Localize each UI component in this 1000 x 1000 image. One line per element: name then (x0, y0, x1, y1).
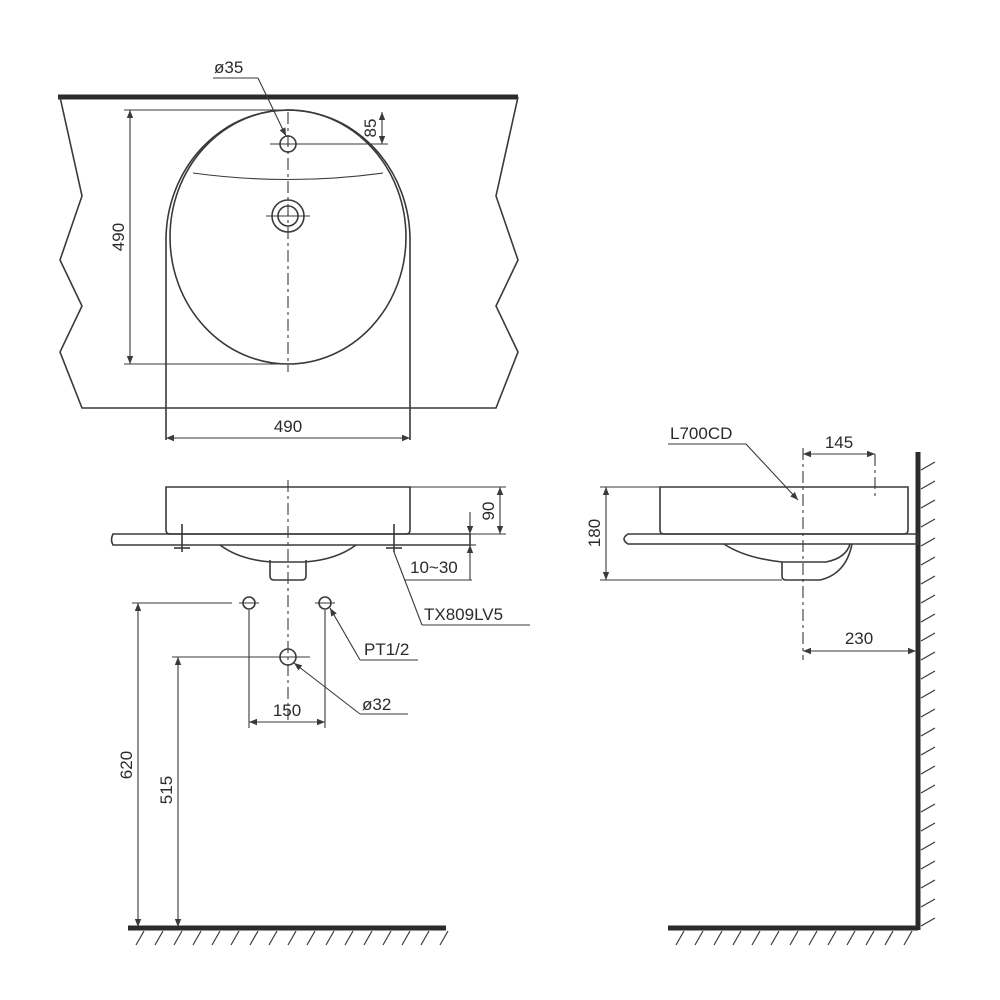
supply-height-label: 620 (117, 751, 136, 779)
hatch-line (211, 930, 221, 946)
hatch-line (920, 917, 936, 927)
hatch-line (382, 930, 392, 946)
hatch-line (249, 930, 259, 946)
countertop-front (110, 533, 471, 546)
hatch-line (846, 930, 856, 946)
hatch-line (920, 765, 936, 775)
hatch-line (920, 518, 936, 528)
hatch-line (401, 930, 411, 946)
hatch-line (287, 930, 297, 946)
hatch-line (694, 930, 704, 946)
hatch-line (920, 841, 936, 851)
trap-side (781, 543, 853, 581)
height-label: 90 (479, 502, 498, 521)
floor-hatch (135, 930, 449, 946)
floor-hatch-side (675, 930, 913, 946)
hatch-line (751, 930, 761, 946)
width-label: 490 (274, 417, 302, 436)
top-view: ø35 85 490 490 (58, 58, 519, 442)
supply-thread-label: PT1/2 (364, 640, 409, 659)
drain-height-label: 515 (157, 776, 176, 804)
counter-range-label: 10~30 (410, 558, 458, 577)
ledge-curve (192, 172, 384, 181)
hatch-line (268, 930, 278, 946)
hatch-line (230, 930, 240, 946)
hatch-line (192, 930, 202, 946)
hatch-line (920, 613, 936, 623)
hatch-line (920, 480, 936, 490)
basin-side (659, 486, 909, 535)
hatch-line (173, 930, 183, 946)
hatch-line (306, 930, 316, 946)
hatch-line (920, 689, 936, 699)
hatch-line (920, 461, 936, 471)
hatch-line (920, 746, 936, 756)
hatch-line (920, 803, 936, 813)
tap-offset-label: 145 (825, 433, 853, 452)
depth-label: 490 (109, 223, 128, 251)
hatch-line (135, 930, 145, 946)
hatch-line (325, 930, 335, 946)
hatch-line (920, 879, 936, 889)
hatch-line (920, 556, 936, 566)
hatch-line (920, 784, 936, 794)
hatch-line (808, 930, 818, 946)
hatch-line (920, 860, 936, 870)
supply-hole-right (315, 596, 335, 610)
hatch-line (675, 930, 685, 946)
supply-hole-left (239, 596, 259, 610)
model-label: L700CD (670, 424, 732, 443)
hatch-line (439, 930, 449, 946)
hatch-line (713, 930, 723, 946)
hole-diameter-label: ø35 (214, 58, 243, 77)
hatch-line (903, 930, 913, 946)
fixing-kit-label: TX809LV5 (424, 605, 503, 624)
wall-hatch (920, 461, 936, 927)
hatch-line (865, 930, 875, 946)
hatch-line (789, 930, 799, 946)
hatch-line (920, 727, 936, 737)
hatch-line (770, 930, 780, 946)
hatch-line (420, 930, 430, 946)
hatch-line (920, 670, 936, 680)
hatch-line (732, 930, 742, 946)
drain-outlet (266, 648, 310, 666)
fixing-clamp-left (174, 524, 190, 552)
hatch-line (920, 575, 936, 585)
hatch-line (920, 898, 936, 908)
hatch-line (920, 499, 936, 509)
hatch-line (344, 930, 354, 946)
drain-diameter-label: ø32 (362, 695, 391, 714)
hatch-line (920, 822, 936, 832)
hatch-line (920, 537, 936, 547)
hatch-line (920, 594, 936, 604)
side-view: L700CD 145 180 230 (585, 424, 936, 946)
fixing-clamp-right (386, 524, 402, 552)
countertop-side (623, 533, 919, 545)
hatch-line (827, 930, 837, 946)
total-height-label: 180 (585, 519, 604, 547)
countertop-outline (59, 96, 519, 409)
wall-distance-label: 230 (845, 629, 873, 648)
hatch-line (154, 930, 164, 946)
under-bowl-side (723, 543, 851, 563)
hatch-line (920, 708, 936, 718)
hatch-line (920, 651, 936, 661)
front-view: 90 10~30 TX809LV5 PT1/2 ø32 (110, 480, 530, 946)
hatch-line (363, 930, 373, 946)
under-bowl (219, 544, 357, 563)
hatch-line (884, 930, 894, 946)
supply-spacing-label: 150 (273, 701, 301, 720)
hatch-line (920, 632, 936, 642)
hole-offset-label: 85 (361, 119, 380, 138)
